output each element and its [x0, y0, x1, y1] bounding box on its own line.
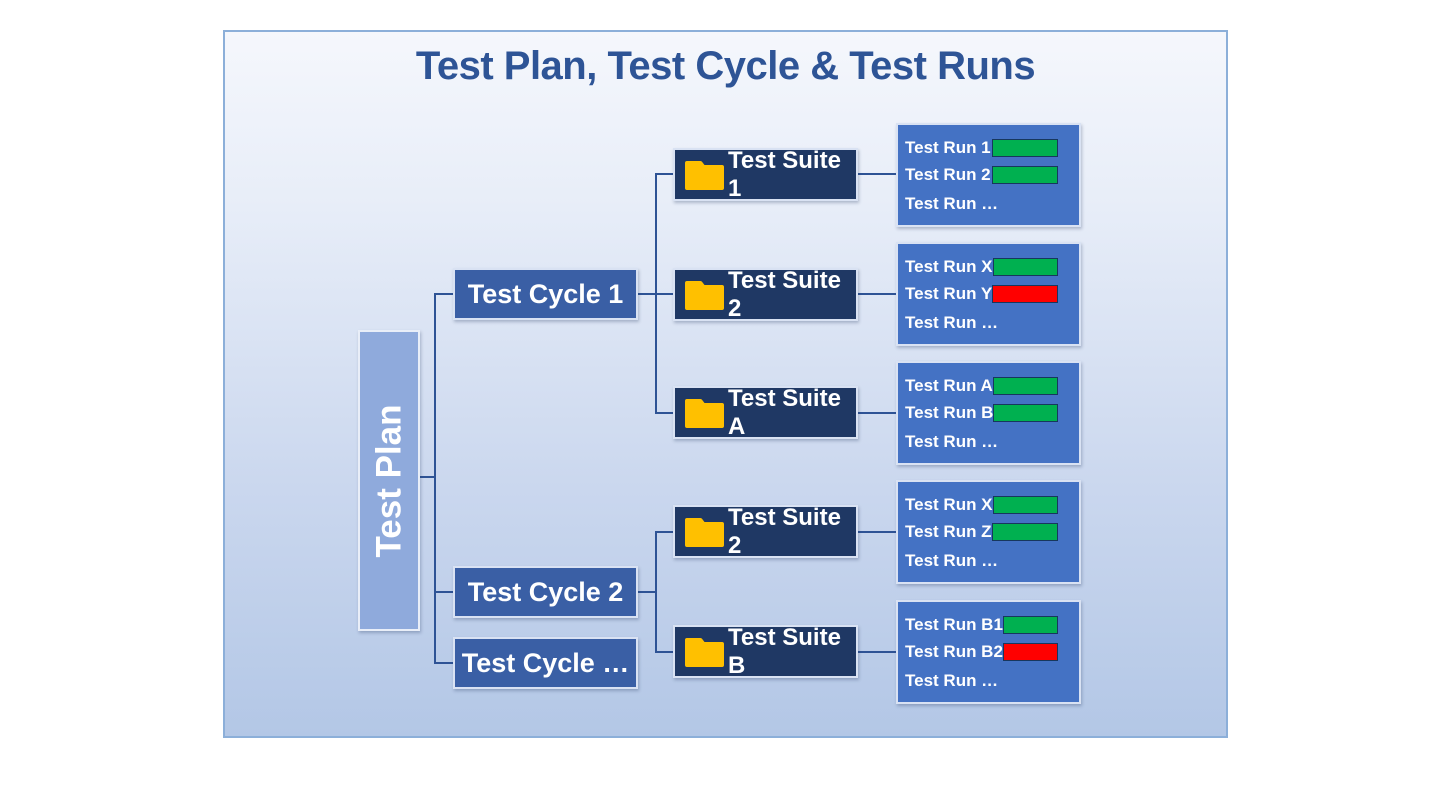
- status-bar: [992, 285, 1058, 303]
- test-run-row: Test Run B2: [905, 639, 1058, 665]
- status-bar: [992, 523, 1058, 541]
- test-run-row: Test Run B1: [905, 612, 1058, 638]
- status-bar: [992, 377, 1058, 395]
- test-run-label: Test Run Z: [905, 522, 992, 541]
- connector-suiteB-panel: [858, 651, 896, 653]
- test-run-label: Test Run …: [905, 313, 999, 332]
- status-bar: [992, 166, 1058, 184]
- test-suite-2-node: Test Suite 2: [673, 266, 858, 322]
- connector-trunk-cycles: [434, 293, 436, 664]
- test-run-row: Test Run 2: [905, 162, 1058, 188]
- test-cycle-1-node: Test Cycle 1: [453, 268, 638, 320]
- test-run-row: Test Run …: [905, 310, 1058, 336]
- test-suite-label: Test Suite A: [728, 384, 841, 440]
- connector-trunk-suites1: [655, 174, 657, 414]
- test-run-label: Test Run Y: [905, 284, 993, 303]
- test-run-row: Test Run Z: [905, 519, 1058, 545]
- test-run-label: Test Run A: [905, 376, 993, 395]
- connector-suite1-left: [655, 173, 674, 175]
- test-run-panel-4: Test Run X Test Run Z Test Run …: [896, 480, 1081, 584]
- test-run-label: Test Run B1: [905, 615, 1003, 634]
- folder-icon: [684, 515, 725, 548]
- connector-suiteA-panel: [858, 412, 896, 414]
- test-run-row: Test Run …: [905, 548, 1058, 574]
- test-suite-b-node: Test Suite B: [673, 623, 858, 679]
- test-run-label: Test Run 1: [905, 138, 991, 157]
- test-run-label: Test Run 2: [905, 165, 991, 184]
- connector-suiteB-left: [655, 651, 674, 653]
- status-bar: [1002, 643, 1058, 661]
- test-run-panel-3: Test Run A Test Run B Test Run …: [896, 361, 1081, 465]
- connector-cycle1-left: [434, 293, 454, 295]
- test-run-panel-2: Test Run X Test Run Y Test Run …: [896, 242, 1081, 346]
- test-run-panel-1: Test Run 1 Test Run 2 Test Run …: [896, 123, 1081, 227]
- test-cycle-label: Test Cycle 2: [467, 576, 624, 607]
- test-run-row: Test Run A: [905, 373, 1058, 399]
- connector-cycle2-left: [434, 591, 454, 593]
- test-run-row: Test Run X: [905, 492, 1058, 518]
- test-run-label: Test Run …: [905, 551, 999, 570]
- test-suite-label: Test Suite 2: [728, 266, 841, 322]
- test-cycle-label: Test Cycle …: [461, 647, 630, 678]
- test-run-label: Test Run B2: [905, 642, 1003, 661]
- test-suite-2b-node: Test Suite 2: [673, 503, 858, 559]
- connector-suite2-panel: [858, 293, 896, 295]
- test-plan-node: Test Plan: [358, 330, 420, 631]
- connector-suite2b-panel: [858, 531, 896, 533]
- folder-icon: [684, 635, 725, 668]
- test-run-row: Test Run B: [905, 400, 1058, 426]
- test-run-label: Test Run X: [905, 495, 993, 514]
- status-bar: [992, 139, 1058, 157]
- connector-suiteA-left: [655, 412, 674, 414]
- test-run-row: Test Run …: [905, 429, 1058, 455]
- test-plan-label: Test Plan: [369, 403, 409, 558]
- test-run-label: Test Run X: [905, 257, 993, 276]
- status-bar: [992, 258, 1058, 276]
- folder-icon: [684, 158, 725, 191]
- test-cycle-more-node: Test Cycle …: [453, 637, 638, 689]
- test-run-panel-5: Test Run B1 Test Run B2 Test Run …: [896, 600, 1081, 704]
- test-run-label: Test Run …: [905, 432, 999, 451]
- test-run-row: Test Run …: [905, 668, 1058, 694]
- test-suite-1-node: Test Suite 1: [673, 146, 858, 202]
- connector-trunk-suites2: [655, 531, 657, 653]
- test-run-row: Test Run X: [905, 254, 1058, 280]
- test-run-row: Test Run 1: [905, 135, 1058, 161]
- test-run-label: Test Run …: [905, 671, 999, 690]
- folder-icon: [684, 396, 725, 429]
- connector-suite2b-left: [655, 531, 674, 533]
- connector-plan-trunk: [414, 476, 436, 478]
- connector-cycle3-left: [434, 662, 454, 664]
- test-run-row: Test Run …: [905, 191, 1058, 217]
- test-suite-a-node: Test Suite A: [673, 384, 858, 440]
- test-cycle-label: Test Cycle 1: [467, 278, 624, 309]
- test-run-label: Test Run B: [905, 403, 994, 422]
- test-suite-label: Test Suite B: [728, 623, 841, 679]
- status-bar: [1002, 616, 1058, 634]
- test-suite-label: Test Suite 2: [728, 503, 841, 559]
- test-cycle-2-node: Test Cycle 2: [453, 566, 638, 618]
- test-run-row: Test Run Y: [905, 281, 1058, 307]
- status-bar: [992, 496, 1058, 514]
- connector-cycle2-right: [638, 591, 656, 593]
- folder-icon: [684, 278, 725, 311]
- test-run-label: Test Run …: [905, 194, 999, 213]
- diagram-title: Test Plan, Test Cycle & Test Runs: [415, 44, 1036, 88]
- status-bar: [993, 404, 1058, 422]
- test-suite-label: Test Suite 1: [728, 146, 841, 202]
- connector-suite1-panel: [858, 173, 896, 175]
